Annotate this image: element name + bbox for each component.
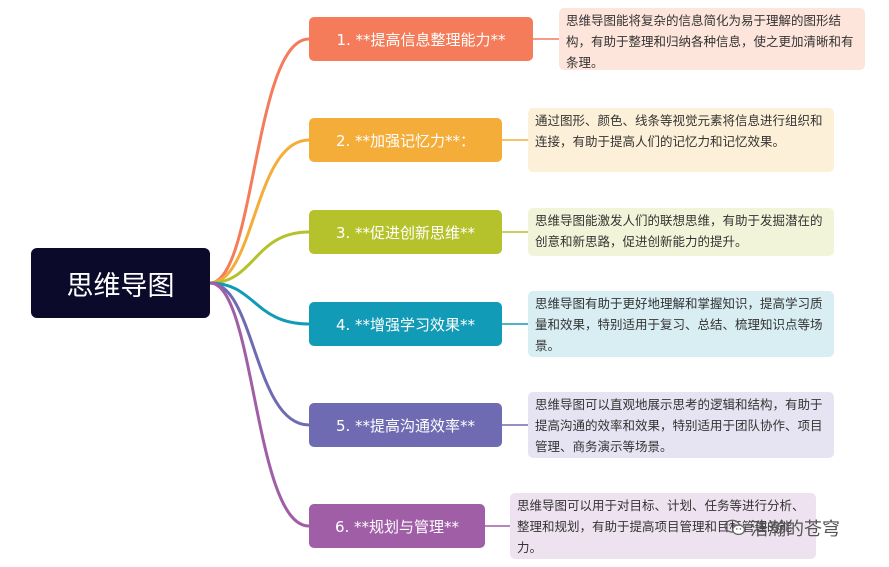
branch-5-note: 思维导图可以直观地展示思考的逻辑和结构，有助于提高沟通的效率和效果，特别适用于团… <box>528 392 834 458</box>
branch-6[interactable]: 6. **规划与管理** <box>309 504 485 548</box>
connector-1 <box>209 37 310 285</box>
branch-label: 3. **促进创新思维** <box>335 223 476 242</box>
branch-4-note: 思维导图有助于更好地理解和掌握知识，提高学习质量和效果，特别适用于复习、总结、梳… <box>528 291 834 357</box>
branch-label: 2. **加强记忆力**： <box>335 131 476 150</box>
connector-5 <box>209 281 310 427</box>
connector-2 <box>209 138 310 285</box>
connector-3 <box>209 230 310 285</box>
branch-6-note: 思维导图可以用于对目标、计划、任务等进行分析、整理和规划，有助于提高项目管理和目… <box>510 493 816 559</box>
branch-4[interactable]: 4. **增强学习效果** <box>309 302 502 346</box>
branch-3-note: 思维导图能激发人们的联想思维，有助于发掘潜在的创意和新思路，促进创新能力的提升。 <box>528 208 834 256</box>
branch-label: 5. **提高沟通效率** <box>335 416 476 435</box>
branch-label: 1. **提高信息整理能力** <box>336 30 506 49</box>
branch-1[interactable]: 1. **提高信息整理能力** <box>309 17 533 61</box>
connector-6 <box>209 281 310 528</box>
branch-label: 6. **规划与管理** <box>334 517 460 536</box>
branch-3[interactable]: 3. **促进创新思维** <box>309 210 502 254</box>
wechat-icon <box>724 519 746 536</box>
branch-2-note: 通过图形、颜色、线条等视觉元素将信息进行组织和连接，有助于提高人们的记忆力和记忆… <box>528 108 834 172</box>
branch-1-note: 思维导图能将复杂的信息简化为易于理解的图形结构，有助于整理和归纳各种信息，使之更… <box>559 8 865 70</box>
branch-2[interactable]: 2. **加强记忆力**： <box>309 118 502 162</box>
root-label: 思维导图 <box>66 270 175 302</box>
root-node[interactable]: 思维导图 <box>31 248 210 318</box>
connector-4 <box>209 281 310 326</box>
branch-5[interactable]: 5. **提高沟通效率** <box>309 403 502 447</box>
watermark: 浩瀚的苍穹 <box>724 516 874 540</box>
watermark-text: 浩瀚的苍穹 <box>750 519 840 540</box>
branch-label: 4. **增强学习效果** <box>335 315 476 334</box>
